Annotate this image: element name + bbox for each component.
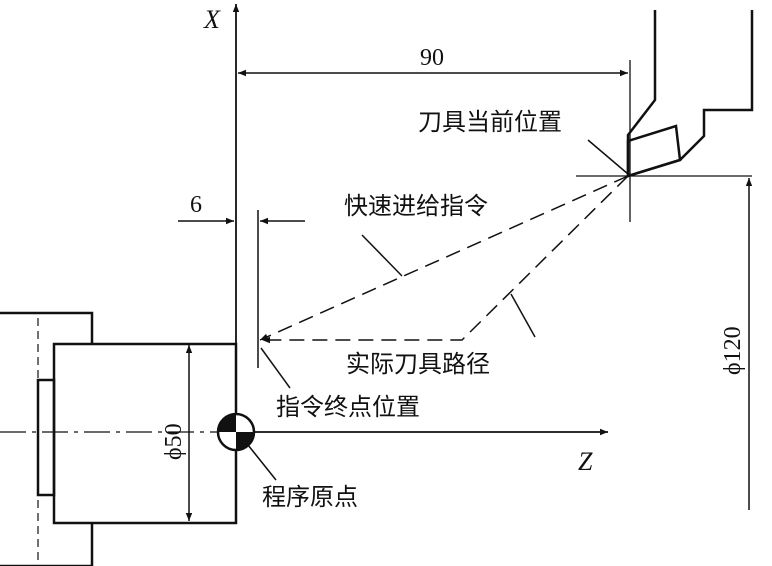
z-axis-label: Z: [578, 447, 593, 476]
actual-tool-path: [262, 175, 629, 344]
tool-position-label: 刀具当前位置: [418, 108, 562, 136]
rapid-command-label: 快速进给指令: [344, 192, 488, 220]
x-axis-label: X: [203, 5, 221, 34]
command-end-label: 指令终点位置: [276, 393, 420, 421]
origin-leader: [247, 444, 277, 481]
chuck: [0, 311, 94, 566]
actual-path-label: 实际刀具路径: [346, 350, 490, 378]
program-origin-label: 程序原点: [262, 483, 358, 511]
tool-leader: [587, 139, 629, 175]
dim-90-label: 90: [420, 45, 444, 71]
cutting-tool: [626, 10, 754, 178]
workpiece: [52, 342, 238, 525]
command-end-leader: [260, 347, 291, 389]
dim-6-label: 6: [190, 192, 202, 218]
actual-path-leader: [510, 293, 536, 338]
rapid-command-leader: [361, 234, 403, 277]
dim-phi120-label: ϕ120: [720, 326, 746, 375]
rapid-command-path: [259, 175, 629, 341]
dim-phi50-label: ϕ50: [161, 423, 187, 460]
program-origin-symbol: [216, 412, 256, 452]
